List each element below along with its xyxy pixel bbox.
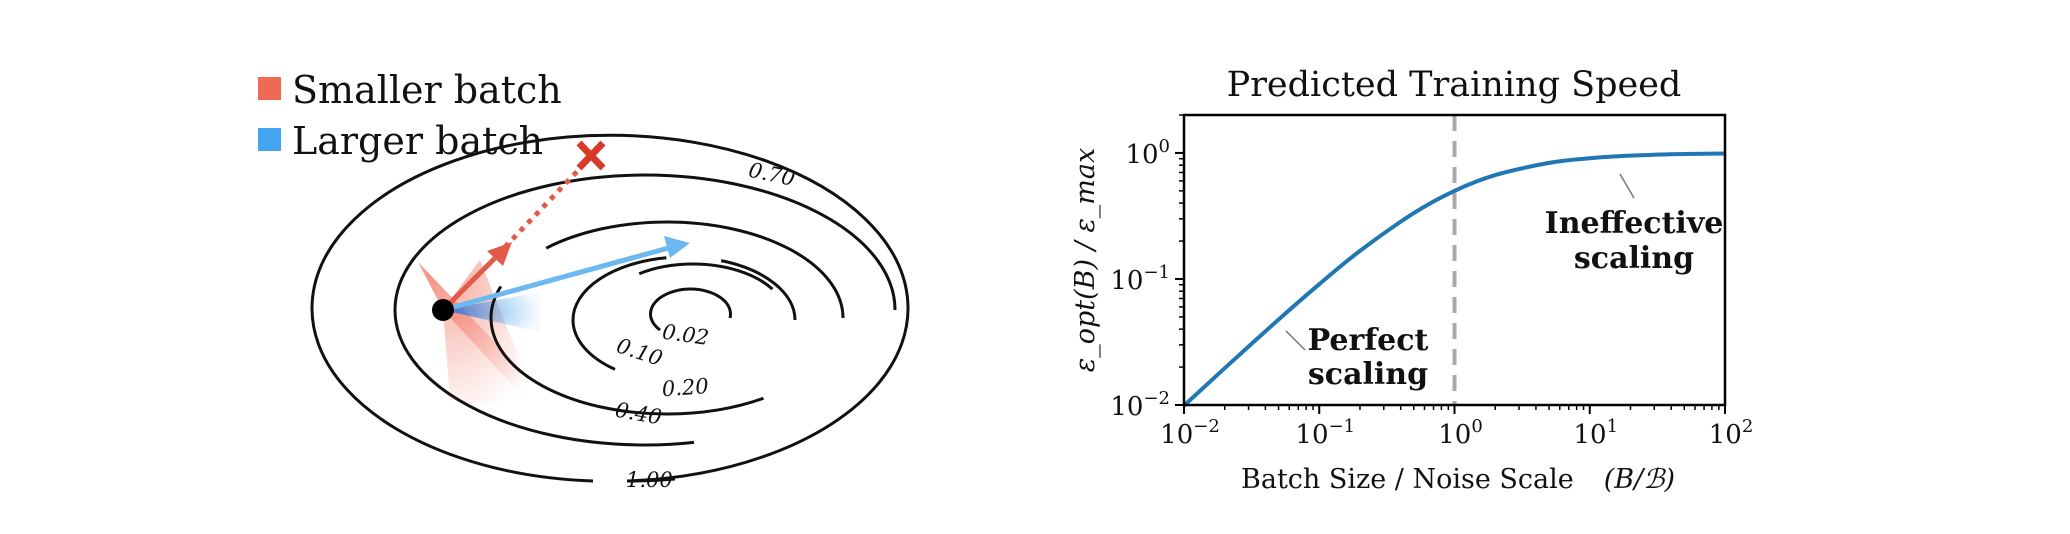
- smaller-batch-extrapolation: [503, 158, 590, 249]
- annotation-ineffective-line2: scaling: [1574, 241, 1694, 276]
- x-axis-label-math: (B/ℬ): [1604, 464, 1675, 495]
- x-tick-label: 10−2: [1160, 416, 1220, 450]
- legend-swatch-larger-batch: [258, 128, 281, 151]
- contour-0.02: [649, 287, 732, 332]
- legend-swatch-smaller-batch: [258, 77, 281, 100]
- annotation-perfect-line1: Perfect: [1308, 323, 1429, 358]
- contour-label-1.00: 1.00: [626, 468, 673, 492]
- annotation-perfect-line2: scaling: [1308, 357, 1428, 392]
- annotation-leader-perfect: [1285, 330, 1306, 351]
- contour-label-0.40: 0.40: [613, 398, 663, 430]
- x-tick-label: 102: [1709, 416, 1754, 450]
- contour-0.40: [489, 220, 845, 416]
- x-ticks: 10−2 10−1 100 101 102: [1160, 405, 1753, 450]
- annotation-ineffective-line1: Ineffective: [1545, 206, 1724, 241]
- annotation-ineffective-scaling: Ineffective scaling: [1545, 173, 1724, 276]
- annotation-leader-ineffective: [1619, 173, 1635, 199]
- contour-label-0.70: 0.70: [746, 158, 797, 191]
- legend-label-smaller-batch: Smaller batch: [292, 68, 562, 112]
- loss-landscape-diagram: Smaller batch Larger batch 0.02 0.10 0.2…: [258, 68, 910, 492]
- smaller-batch-arrow: [441, 242, 512, 312]
- annotation-perfect-scaling: Perfect scaling: [1285, 323, 1429, 392]
- contour-0.70: [393, 173, 897, 447]
- contour-label-0.20: 0.20: [661, 374, 709, 401]
- contour-0.10: [597, 262, 789, 374]
- x-tick-label: 10−1: [1295, 416, 1355, 450]
- y-ticks: 10−2 10−1 100: [1110, 114, 1184, 422]
- larger-batch-arrow: [442, 236, 690, 313]
- contour-0.20: [571, 255, 797, 385]
- x-tick-label: 100: [1438, 416, 1483, 450]
- series-line: [1182, 151, 1726, 408]
- x-axis-label-text: Batch Size / Noise Scale: [1241, 464, 1574, 495]
- contour-label-0.02: 0.02: [661, 320, 711, 350]
- y-axis-label: ε_opt(B) / ε_max: [1070, 148, 1101, 372]
- x-tick-label: 101: [1573, 416, 1618, 450]
- contour-1.00: [310, 133, 910, 483]
- y-tick-label: 100: [1125, 136, 1170, 170]
- y-tick-label: 10−1: [1110, 262, 1170, 296]
- legend-label-larger-batch: Larger batch: [292, 119, 543, 163]
- dot-icon: [432, 299, 454, 321]
- contours: [310, 133, 910, 483]
- chart-title: Predicted Training Speed: [1227, 65, 1682, 105]
- x-mark-icon: [576, 140, 606, 171]
- x-axis-label: Batch Size / Noise Scale (B/ℬ): [1241, 464, 1675, 495]
- smaller-batch-spread-wide: [443, 260, 540, 410]
- legend: Smaller batch Larger batch: [258, 68, 562, 163]
- y-tick-label: 10−2: [1110, 388, 1170, 422]
- contour-label-0.10: 0.10: [614, 333, 666, 370]
